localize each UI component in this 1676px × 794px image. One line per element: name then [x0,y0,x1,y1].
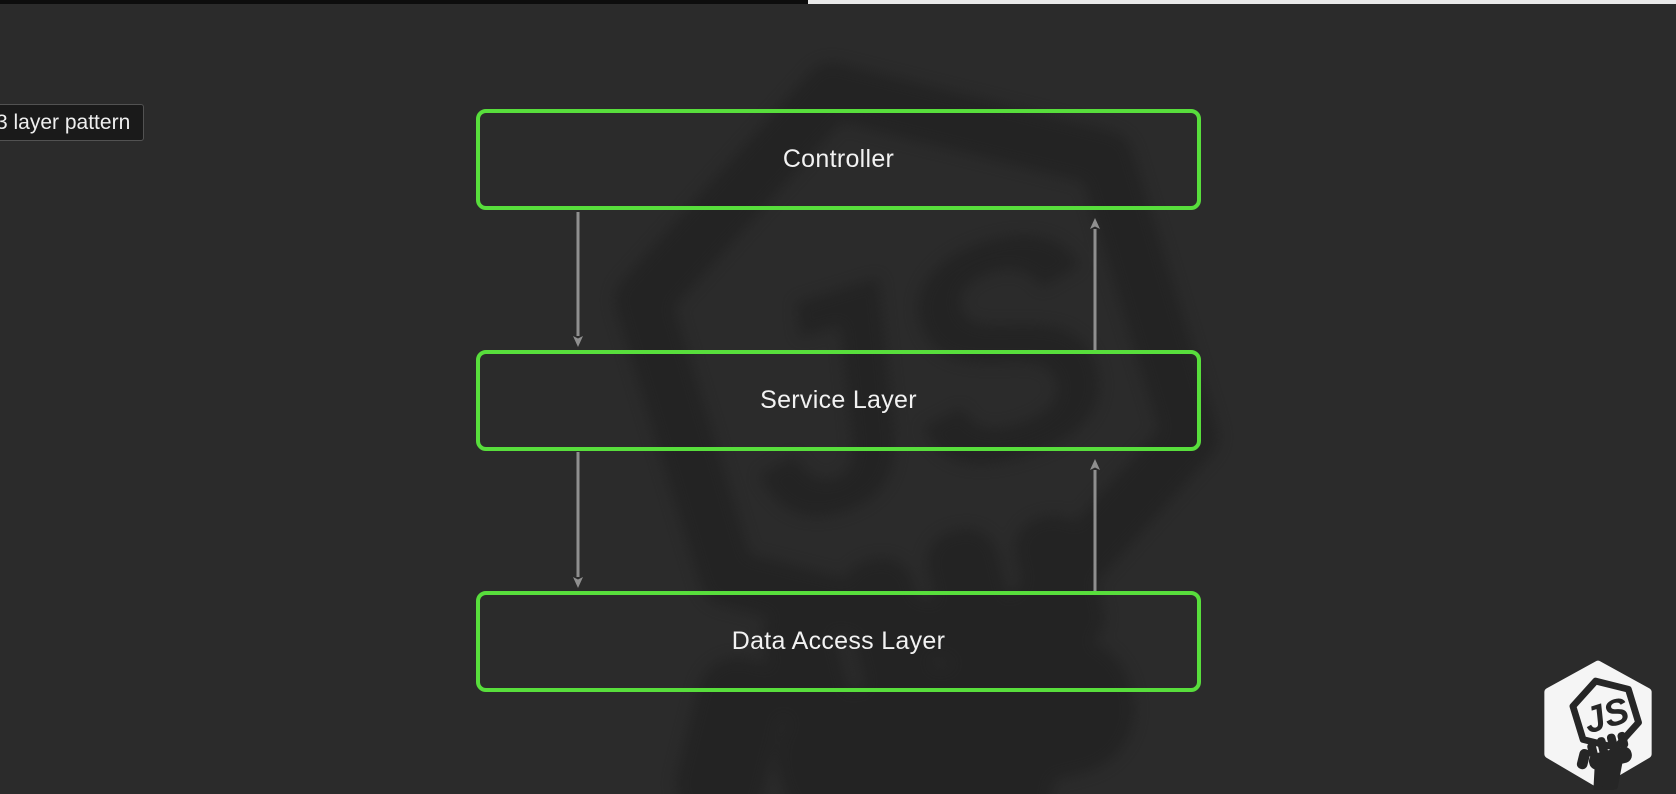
top-edge-light-segment [808,0,1676,4]
node-data-access-layer-label: Data Access Layer [731,627,946,655]
top-edge-bar [0,0,1676,4]
node-data-access-layer[interactable]: Data Access Layer [476,591,1201,692]
node-service-layer[interactable]: Service Layer [476,350,1201,451]
tooltip-text: 3 layer pattern [0,110,131,134]
js-fist-logo [1548,665,1648,790]
node-controller[interactable]: Controller [476,109,1201,210]
node-service-layer-label: Service Layer [760,386,917,414]
top-edge-dark-segment [0,0,808,4]
node-controller-label: Controller [782,145,895,173]
tooltip-3-layer-pattern: 3 layer pattern [0,104,145,141]
